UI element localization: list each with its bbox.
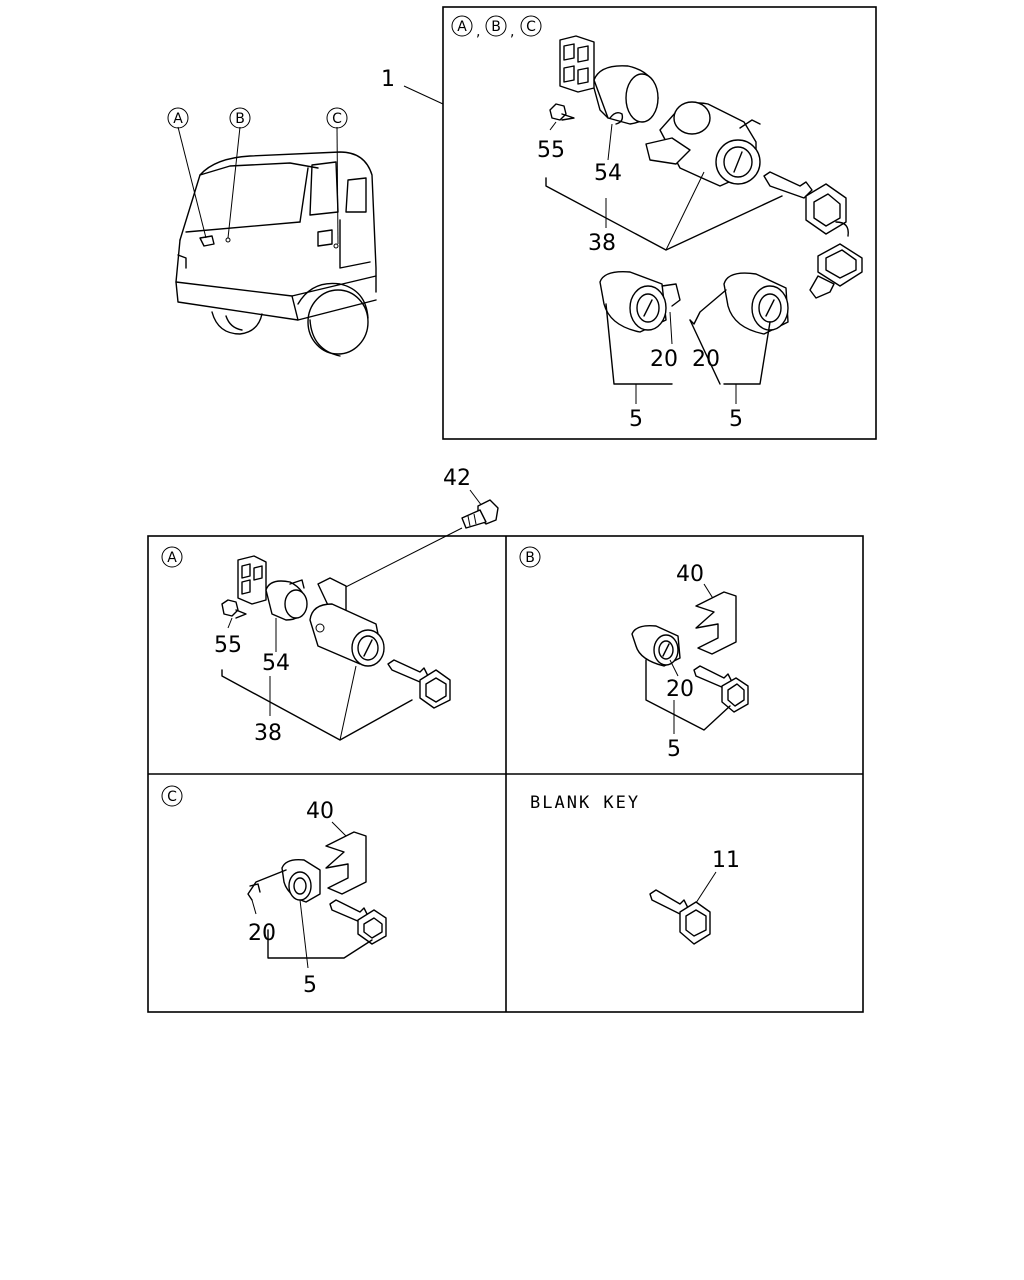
part-number-5-c: 5 (303, 973, 317, 998)
callout-a-cab: A (167, 107, 189, 129)
part-number-54-a: 54 (262, 651, 290, 676)
panel-b: B 40 20 5 (519, 546, 749, 762)
callout-c-cab: C (326, 107, 348, 129)
svg-text:C: C (332, 111, 342, 127)
svg-text:C: C (167, 789, 177, 805)
kit-callouts: A , B , C (451, 15, 542, 40)
bracket-38-top (545, 177, 783, 251)
key-top-2 (809, 243, 863, 299)
part-number-55-top: 55 (537, 138, 565, 163)
part-number-5-top-right: 5 (729, 407, 743, 432)
svg-text:B: B (235, 111, 245, 127)
part-number-5-top-left: 5 (629, 407, 643, 432)
blank-key-caption: BLANK KEY (530, 793, 640, 813)
part-number-20-b: 20 (666, 677, 694, 702)
part-number-42: 42 (443, 466, 471, 491)
panel-a: A 55 54 38 (161, 546, 451, 746)
svg-text:,: , (476, 24, 480, 40)
leader-c (336, 126, 339, 245)
svg-text:B: B (525, 550, 535, 566)
connector-block (559, 35, 595, 93)
part-number-38-top: 38 (588, 231, 616, 256)
door-lock-right-top (689, 272, 789, 335)
leader-b (227, 126, 241, 239)
callout-b-cab: B (229, 107, 251, 129)
part-number-5-b: 5 (667, 737, 681, 762)
svg-text:C: C (526, 19, 536, 35)
door-lock-left-top (599, 271, 681, 333)
panel-blank-key: BLANK KEY 11 (530, 793, 740, 945)
ignition-switch-body (593, 65, 659, 125)
svg-text:,: , (510, 24, 514, 40)
svg-text:B: B (491, 19, 501, 35)
ignition-cylinder (645, 101, 761, 187)
part-number-20-c: 20 (248, 921, 276, 946)
part-number-20-top-right: 20 (692, 347, 720, 372)
truck-cab-illustration (175, 151, 377, 357)
part-number-11: 11 (712, 848, 740, 873)
part-number-54-top: 54 (594, 161, 622, 186)
svg-text:A: A (457, 19, 467, 35)
leader-1 (403, 85, 444, 105)
clip-54-top (609, 111, 624, 125)
part-number-55-a: 55 (214, 633, 242, 658)
screw-55-top (549, 103, 575, 121)
part-number-38-a: 38 (254, 721, 282, 746)
part-number-1: 1 (381, 67, 395, 92)
part-number-40-b: 40 (676, 562, 704, 587)
bolt-42 (461, 499, 499, 529)
svg-text:A: A (173, 111, 183, 127)
key-top-1 (763, 171, 849, 237)
svg-text:A: A (167, 550, 177, 566)
bracket-5-left-top (605, 303, 673, 385)
panel-c: C 40 20 5 (161, 785, 387, 998)
kit-abc-panel (442, 6, 877, 440)
part-number-20-top-left: 20 (650, 347, 678, 372)
leader-a (177, 126, 207, 239)
part-number-40-c: 40 (306, 799, 334, 824)
